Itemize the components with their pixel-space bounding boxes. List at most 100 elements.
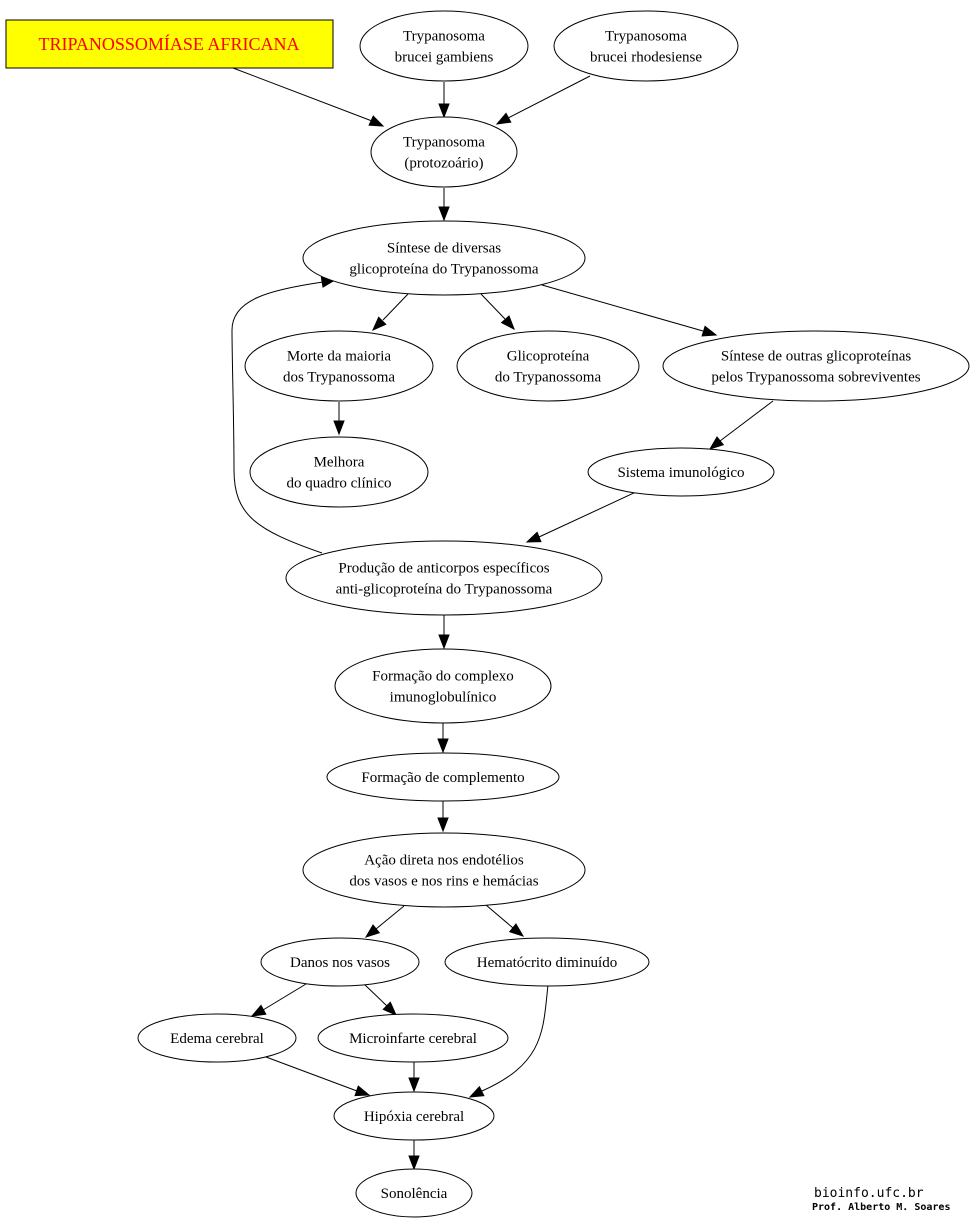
edge-line [232,67,373,122]
node-label-line: Trypanosoma [403,135,485,151]
node-producao: Produção de anticorpos específicosanti-g… [285,540,603,616]
edge-line [719,400,774,442]
node-label-line: Formação de complemento [361,770,524,786]
node-acao: Ação direta nos endotélios dos vasos e no… [302,832,586,908]
edge-producao-to-sintese [231,276,337,554]
edge-sintese-to-morte [372,293,409,331]
edge-line [262,983,307,1011]
footer-site: bioinfo.ufc.br [814,1186,924,1201]
footer-author: Prof. Alberto M. Soares [812,1202,951,1213]
arrowhead-icon [495,112,512,125]
edge-line [382,293,409,321]
arrowhead-icon [468,1085,485,1098]
node-complemento: Formação de complemento [326,752,560,802]
edge-complemento-to-acao [437,801,449,833]
node-shape [662,330,970,402]
edge-sintese-outras-to-sistema [708,400,774,450]
arrowhead-icon [364,924,381,938]
node-shape [285,540,603,616]
node-melhora: Melhora do quadro clínico [249,436,429,508]
edge-line [231,281,324,554]
edge-rhodesiense-to-protozoario [495,75,591,125]
arrowhead-icon [438,634,450,650]
edge-sistema-to-producao [525,491,637,543]
node-microinfarte: Microinfarte cerebral [317,1013,509,1063]
node-shape [444,937,650,987]
node-label-line: imunoglobulínico [390,690,497,706]
node-glicoproteina: Glicoproteína do Trypanossoma [456,330,640,402]
arrowhead-icon [437,738,449,754]
edge-acao-to-hematocrito [485,904,525,937]
edge-line [363,983,388,1007]
node-label-line: Microinfarte cerebral [349,1031,477,1047]
edge-gambiens-to-protozoario [438,82,450,119]
node-hipoxia: Hipóxia cerebral [333,1091,495,1141]
node-shape [333,1091,495,1141]
node-label-line: Edema cerebral [170,1031,264,1047]
node-label-line: Melhora [314,455,365,471]
node-shape [302,220,586,296]
edge-microinfarte-to-hipoxia [408,1062,420,1093]
arrowhead-icon [438,206,450,222]
node-sonolencia: Sonolência [355,1168,473,1218]
nodes-layer: TRIPANOSSOMÍASE AFRICANA Trypanosomabruc… [5,10,970,1218]
node-label-line: Morte da maioria [287,349,391,365]
node-hematocrito: Hematócrito diminuído [444,937,650,987]
arrowhead-icon [438,103,450,119]
edge-line [480,293,506,320]
arrowhead-icon [525,531,542,543]
edge-edema-to-hipoxia [265,1056,371,1097]
node-label-line: do Trypanossoma [495,370,602,386]
node-edema: Edema cerebral [137,1013,297,1063]
node-label-line: Hematócrito diminuído [477,955,617,971]
node-label-line: Síntese de outras glicoproteínas [721,349,912,365]
node-label-line: brucei gambiens [395,50,494,66]
edge-hipoxia-to-sonolencia [408,1140,420,1171]
node-label-line: Síntese de diversas [387,241,501,257]
node-sintese-outras: Síntese de outras glicoproteínas pelos Tr… [662,330,970,402]
node-label-line: do quadro clínico [287,476,392,492]
node-label-line: Sonolência [381,1186,448,1202]
arrowhead-icon [708,436,725,450]
node-shape [355,1168,473,1218]
node-label-line: (protozoário) [404,156,483,172]
node-label-line: anti-glicoproteína do Trypanossoma [336,582,553,598]
node-morte: Morte da maioria dos Trypanossoma [244,330,434,402]
edge-protozoario-to-sintese [438,188,450,222]
diagram-title: TRIPANOSSOMÍASE AFRICANA [39,33,300,54]
edge-producao-to-complexo [438,615,450,650]
arrowhead-icon [368,115,385,127]
edge-sintese-to-sintese-outras [541,284,718,337]
node-shape [317,1013,509,1063]
node-shape [553,10,739,82]
edge-complexo-to-complemento [437,723,449,754]
node-sintese: Síntese de diversas glicoproteína do Tryp… [302,220,586,296]
node-label-line: glicoproteína do Trypanossoma [349,262,538,278]
arrowhead-icon [250,1004,267,1017]
diagram-title-box: TRIPANOSSOMÍASE AFRICANA [5,19,334,69]
arrowhead-icon [500,315,515,331]
arrowhead-icon [372,316,387,331]
node-shape [359,10,529,82]
edge-line [265,1056,358,1092]
node-label-line: Danos nos vasos [290,955,390,971]
edge-line [375,905,405,930]
arrowhead-icon [354,1085,371,1097]
node-shape [137,1013,297,1063]
node-label-line: Ação direta nos endotélios [364,853,524,869]
node-label-line: Glicoproteína [507,349,590,365]
node-label-line: Sistema imunológico [617,465,744,481]
node-label-line: dos vasos e nos rins e hemácias [349,874,538,890]
arrowhead-icon [408,1077,420,1093]
edge-danos-to-edema [250,983,307,1017]
node-label-line: pelos Trypanossoma sobreviventes [711,370,920,386]
node-label-line: Trypanosoma [605,29,687,45]
node-label-line: dos Trypanossoma [283,370,395,386]
node-shape [244,330,434,402]
arrowhead-icon [408,1155,420,1171]
edge-hematocrito-to-hipoxia [468,984,549,1098]
node-sistema: Sistema imunológico [587,447,775,497]
